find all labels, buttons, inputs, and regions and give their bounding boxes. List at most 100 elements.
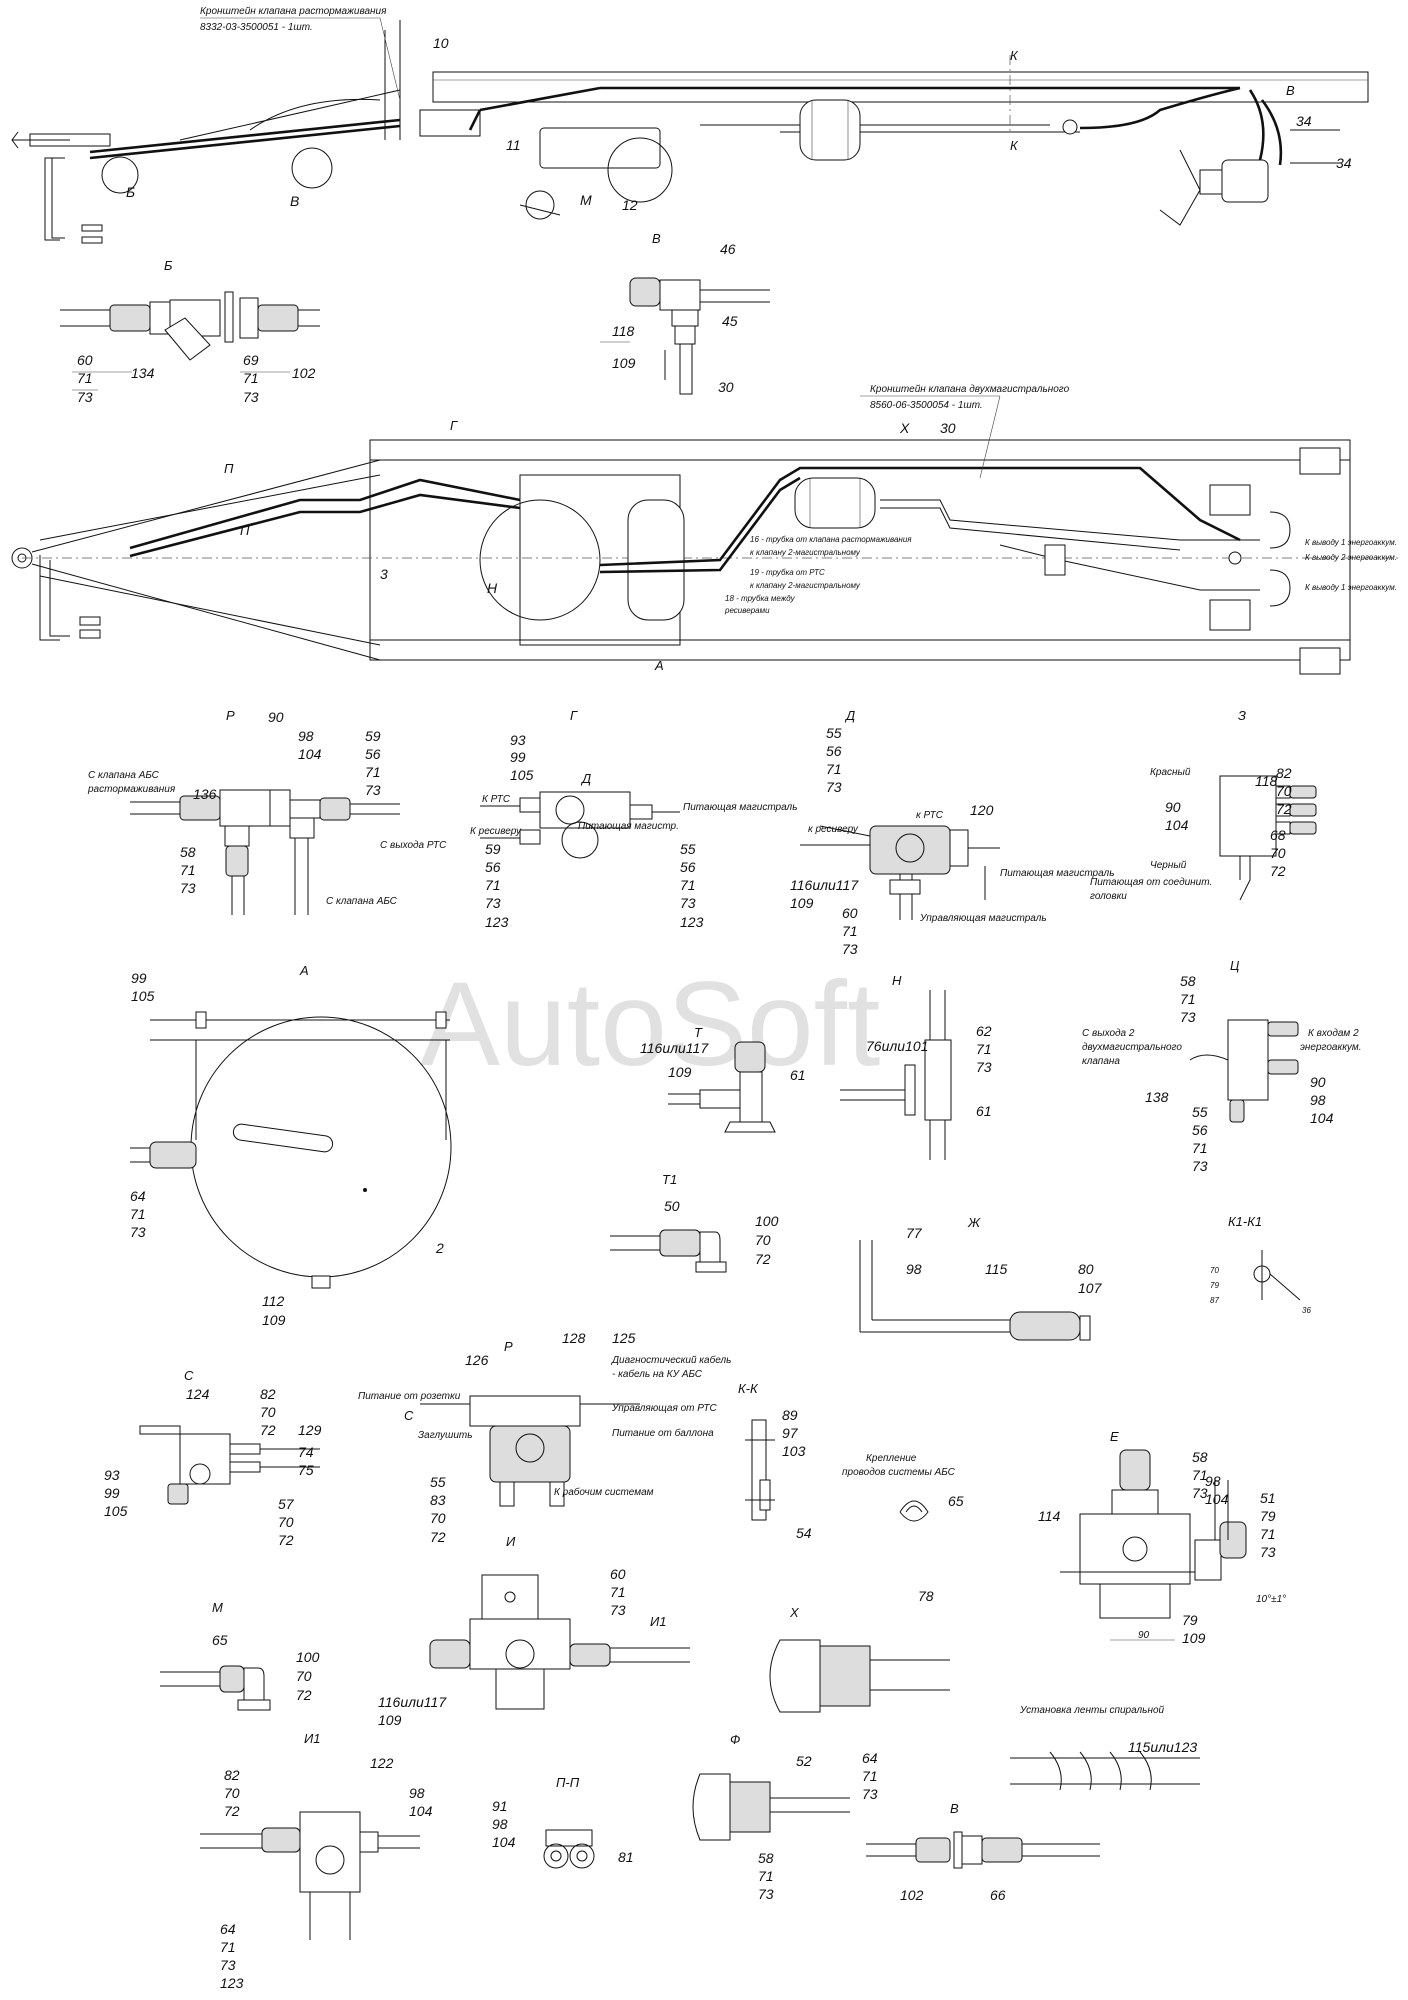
callout-numbers-d-73b: 73 <box>842 941 858 957</box>
callout-numbers-kk-103: 103 <box>782 1443 806 1459</box>
callout-notes-n1b: 8332-03-3500051 - 1шт. <box>200 22 313 33</box>
callout-numbers-f-52: 52 <box>796 1753 812 1769</box>
callout-notes-c-to2: энергоаккум. <box>1300 1042 1362 1053</box>
callout-numbers-s-72: 72 <box>260 1422 276 1438</box>
callout-notes-k2: К выводу 2 энергоаккум. <box>1305 553 1397 562</box>
callout-notes-r-upr: Управляющая от РТС <box>611 1403 717 1414</box>
callout-numbers-zh-107: 107 <box>1078 1280 1103 1296</box>
detail-G: Г 93 99 105 59 56 71 73 123 55 56 71 73 … <box>470 708 797 930</box>
callout-numbers-n-61: 61 <box>976 1103 992 1119</box>
callout-views-C: Ц <box>1230 958 1240 973</box>
callout-numbers-c-104: 104 <box>1310 1110 1334 1126</box>
callout-numbers-b-71: 71 <box>77 370 93 386</box>
callout-numbers-zh-77: 77 <box>906 1225 923 1241</box>
callout-views-B: Б <box>164 258 173 273</box>
callout-views-I: И <box>506 1534 516 1549</box>
callout-numbers-g-99: 99 <box>510 749 526 765</box>
callout-numbers-c-90: 90 <box>1310 1074 1326 1090</box>
callout-notes-p-abs: С клапана АБС <box>326 896 398 907</box>
callout-numbers-c-58: 58 <box>1180 973 1196 989</box>
callout-views-R1: Р <box>226 708 235 723</box>
callout-views-K1: К1-К1 <box>1228 1214 1262 1229</box>
callout-numbers-c-73: 73 <box>1180 1009 1196 1025</box>
callout-numbers-e-58: 58 <box>1192 1449 1208 1465</box>
callout-numbers-i-116: 116или117 <box>378 1694 447 1710</box>
callout-notes-d-upr: Управляющая магистраль <box>919 913 1047 924</box>
callout-numbers-s-105: 105 <box>104 1503 128 1519</box>
callout-numbers-g-123: 123 <box>485 914 509 930</box>
detail-S: С 124 82 70 72 129 74 75 93 99 105 57 70… <box>104 1368 322 1548</box>
detail-R1: Р 136 90 98 104 59 56 71 73 58 71 73 С к… <box>87 708 447 915</box>
detail-X: Х 78 64 71 73 <box>769 1588 950 1802</box>
plan-view: Кронштейн клапана двухмагистрального 856… <box>11 384 1400 675</box>
callout-views-F: Ф <box>730 1732 740 1747</box>
callout-notes-r-diag2: - кабель на КУ АБС <box>612 1368 703 1380</box>
detail-R2: Р 126 128 125 55 83 70 72 Питание от роз… <box>358 1330 731 1545</box>
callout-numbers-r2-83: 83 <box>430 1492 446 1508</box>
callout-numbers-f-73: 73 <box>758 1886 774 1902</box>
callout-numbers-r-104: 104 <box>298 746 322 762</box>
callout-notes-c-from: С выхода 2 <box>1082 1028 1135 1039</box>
callout-numbers-r-73: 73 <box>365 782 381 798</box>
callout-numbers-n-71: 71 <box>976 1041 992 1057</box>
callout-numbers-b-134: 134 <box>131 365 155 381</box>
callout-numbers-vb-102: 102 <box>900 1887 924 1903</box>
detail-T: Т 116или117 109 61 <box>640 1025 806 1133</box>
callout-numbers-i1-73: 73 <box>220 1957 236 1973</box>
callout-numbers-b-102: 102 <box>292 365 316 381</box>
callout-notes-p19: 19 - трубка от РТС <box>750 568 825 577</box>
callout-numbers-z-70: 70 <box>1276 783 1292 799</box>
watermark: AutoSoft <box>420 957 880 1091</box>
callout-notes-k3: К выводу 1 энергоаккум. <box>1305 583 1397 592</box>
callout-numbers-s-70b: 70 <box>278 1514 294 1530</box>
callout-numbers-d-71: 71 <box>826 761 842 777</box>
callout-views-P: П <box>224 461 234 476</box>
detail-E: Е 90 10°±1° 58 71 73 98 104 114 51 79 71… <box>1038 1429 1286 1646</box>
callout-numbers-s-57: 57 <box>278 1496 295 1512</box>
detail-T1: Т1 50 100 70 72 <box>610 1172 779 1273</box>
callout-numbers-i-73: 73 <box>610 1602 626 1618</box>
callout-notes-d-rts: к РТС <box>916 810 944 821</box>
callout-numbers-v-46: 46 <box>720 241 736 257</box>
callout-numbers-s-82: 82 <box>260 1386 276 1402</box>
callout-numbers-z-118: 118 <box>1255 773 1278 789</box>
callout-numbers-g-73b: 73 <box>680 895 696 911</box>
callout-views-Z: З <box>1238 708 1246 723</box>
callout-numbers-i-71: 71 <box>610 1584 626 1600</box>
callout-numbers-s-74: 74 <box>298 1444 314 1460</box>
callout-numbers-z-104: 104 <box>1165 817 1189 833</box>
callout-numbers-g-59: 59 <box>485 841 501 857</box>
callout-numbers-e-104: 104 <box>1205 1491 1229 1507</box>
callout-numbers-f-58: 58 <box>758 1850 774 1866</box>
callout-views-Ss: С <box>404 1408 414 1423</box>
callout-numbers-x-73: 73 <box>862 1786 878 1802</box>
detail-M: М 65 100 70 72 <box>160 1600 320 1711</box>
detail-ZH: Ж 77 98 115 80 107 <box>859 1215 1103 1341</box>
callout-numbers-r-71: 71 <box>365 764 381 780</box>
callout-numbers-r-71b: 71 <box>180 862 196 878</box>
callout-notes-g-pit: Питающая магистраль <box>683 802 797 813</box>
callout-numbers-top-3: 3 <box>380 566 388 582</box>
callout-numbers-f-71: 71 <box>758 1868 774 1884</box>
callout-numbers-top-10: 10 <box>433 35 449 51</box>
callout-numbers-vb-66: 66 <box>990 1887 1006 1903</box>
callout-numbers-e-71b: 71 <box>1260 1526 1276 1542</box>
callout-notes-r-pit: Питание от розетки <box>358 1391 461 1402</box>
callout-numbers-r2-70: 70 <box>430 1510 446 1526</box>
callout-numbers-i1-72: 72 <box>224 1803 240 1819</box>
callout-numbers-g-93: 93 <box>510 732 526 748</box>
callout-numbers-t-61: 61 <box>790 1067 806 1083</box>
callout-numbers-r-58: 58 <box>180 844 196 860</box>
callout-notes-abs-fix2: проводов системы АБС <box>842 1467 956 1478</box>
callout-views-M: М <box>212 1600 223 1615</box>
callout-numbers-b-71b: 71 <box>243 370 259 386</box>
callout-numbers-a-64: 64 <box>130 1188 146 1204</box>
callout-numbers-zh-80: 80 <box>1078 1261 1094 1277</box>
callout-numbers-t-116: 116или117 <box>640 1040 709 1056</box>
callout-numbers-top-M: М <box>580 192 592 208</box>
callout-notes-c-to: К входам 2 <box>1308 1028 1359 1039</box>
callout-numbers-a-112: 112 <box>262 1293 285 1309</box>
callout-numbers-i1-104: 104 <box>409 1803 433 1819</box>
detail-KK: К-К 89 97 103 54 <box>738 1381 812 1541</box>
callout-numbers-n-76: 76или101 <box>866 1038 928 1054</box>
